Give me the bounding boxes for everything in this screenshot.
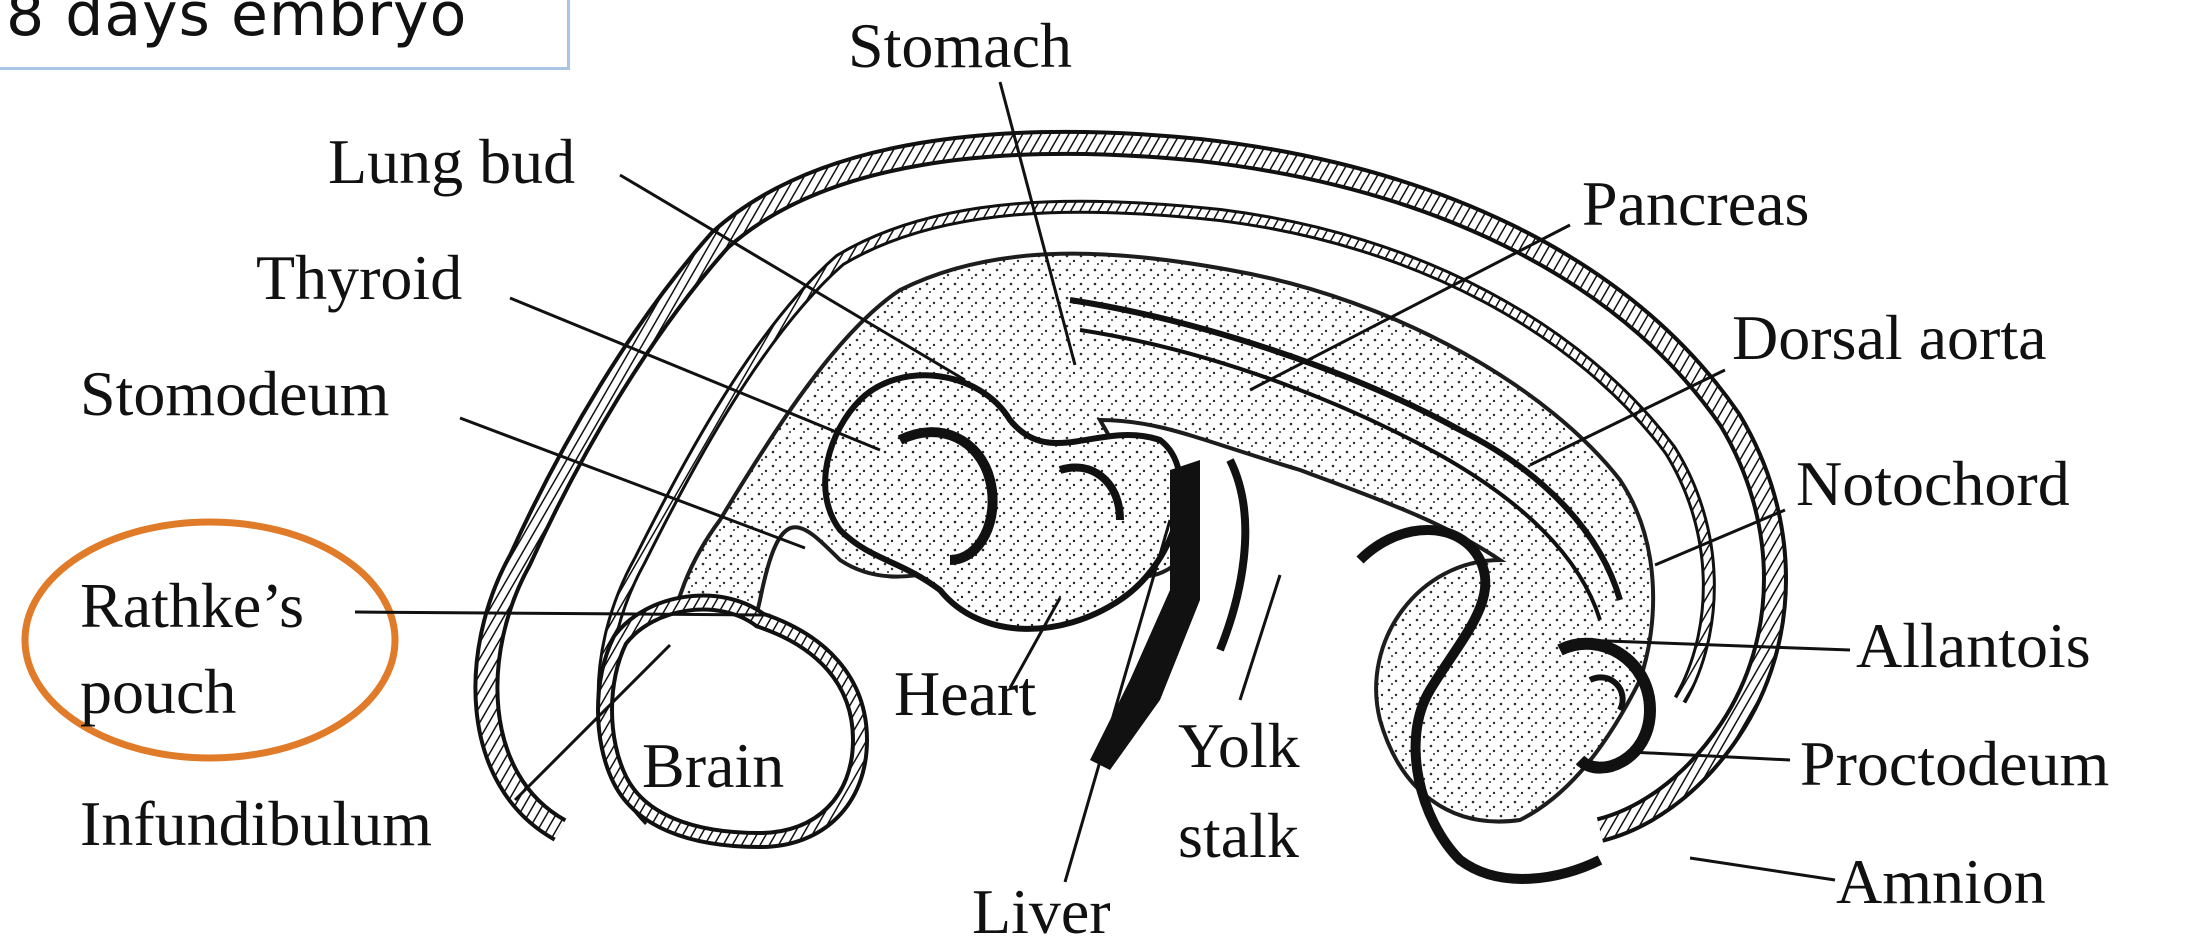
label-yolk-line1: Yolk — [1178, 714, 1300, 778]
label-amnion: Amnion — [1836, 850, 2046, 914]
yolk-stalk-wall — [1220, 460, 1245, 650]
label-allantois: Allantois — [1856, 614, 2091, 678]
label-stomodeum: Stomodeum — [80, 362, 389, 426]
label-proctodeum: Proctodeum — [1800, 732, 2109, 796]
label-pancreas: Pancreas — [1582, 172, 1809, 236]
label-stomach: Stomach — [848, 14, 1072, 78]
label-rathkes-line2: pouch — [80, 660, 236, 724]
label-lung-bud: Lung bud — [328, 130, 575, 194]
label-infundibulum: Infundibulum — [80, 792, 432, 856]
label-thyroid: Thyroid — [256, 246, 462, 310]
label-dorsal-aorta: Dorsal aorta — [1732, 306, 2047, 370]
label-liver: Liver — [972, 880, 1111, 944]
label-brain: Brain — [642, 734, 784, 798]
label-rathkes-line1: Rathke’s — [80, 574, 304, 638]
label-yolk-line2: stalk — [1178, 804, 1299, 868]
label-heart: Heart — [894, 662, 1036, 726]
label-notochord: Notochord — [1796, 452, 2070, 516]
